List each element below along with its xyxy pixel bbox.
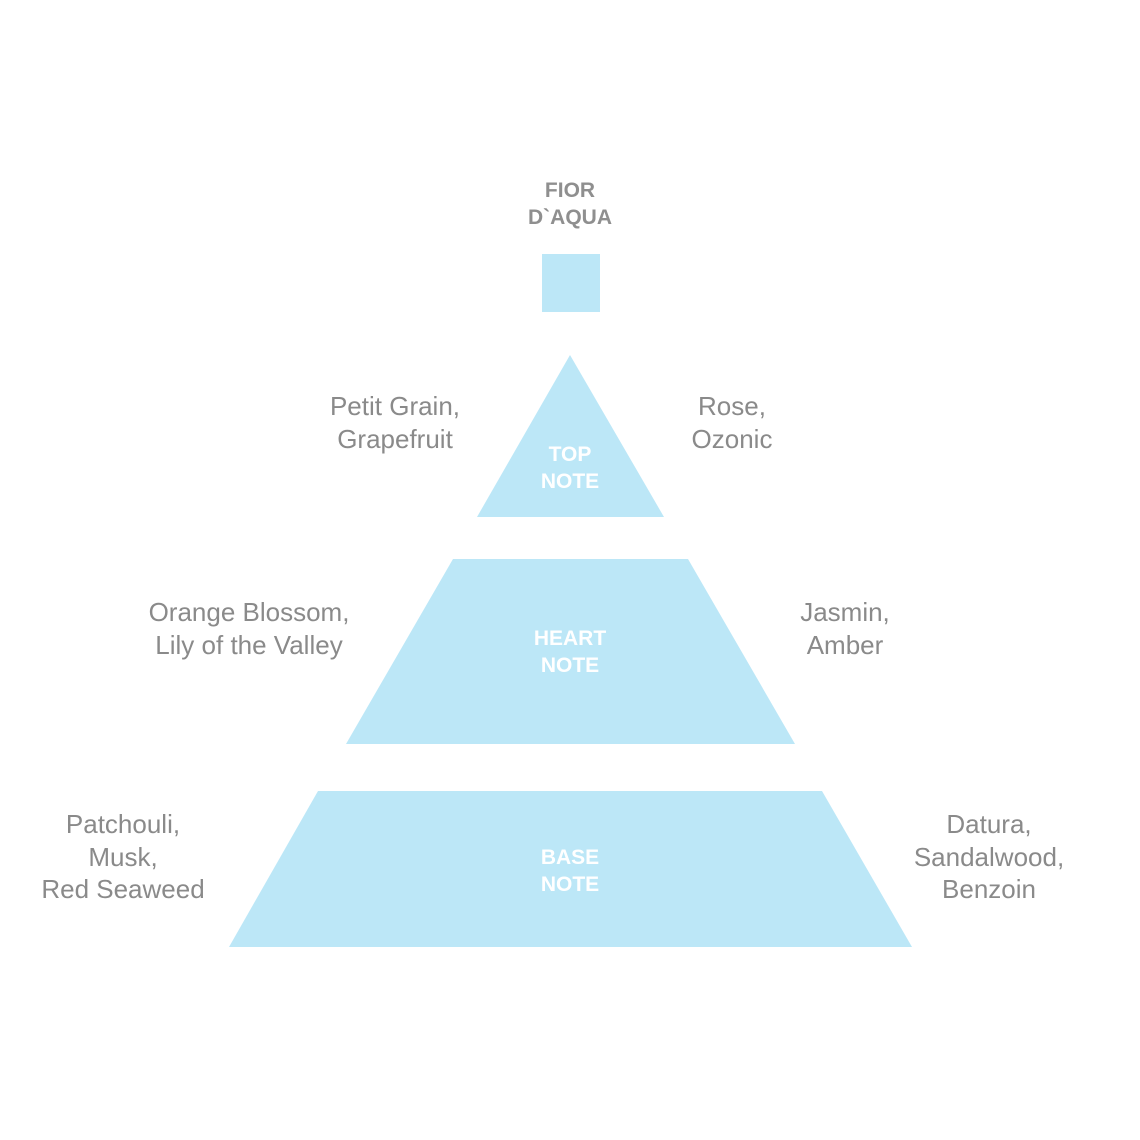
base-note-left-ingredients: Patchouli, Musk, Red Seaweed	[41, 809, 205, 904]
top-note-right-ingredients: Rose, Ozonic	[691, 391, 773, 454]
title-square	[542, 254, 600, 312]
base-note-label: BASE NOTE	[540, 846, 600, 896]
heart-note-label: HEART NOTE	[533, 627, 607, 677]
heart-note-right-ingredients: Jasmin, Amber	[800, 597, 890, 660]
base-note-trapezoid	[229, 791, 912, 947]
base-note-right-ingredients: Datura, Sandalwood, Benzoin	[913, 809, 1065, 904]
top-note-label: TOP NOTE	[540, 443, 600, 493]
top-note-left-ingredients: Petit Grain, Grapefruit	[329, 391, 461, 454]
heart-note-trapezoid	[346, 559, 795, 744]
heart-note-left-ingredients: Orange Blossom, Lily of the Valley	[148, 597, 350, 660]
top-note-triangle	[477, 355, 664, 517]
fragrance-title: FIOR D`AQUA	[528, 179, 612, 229]
